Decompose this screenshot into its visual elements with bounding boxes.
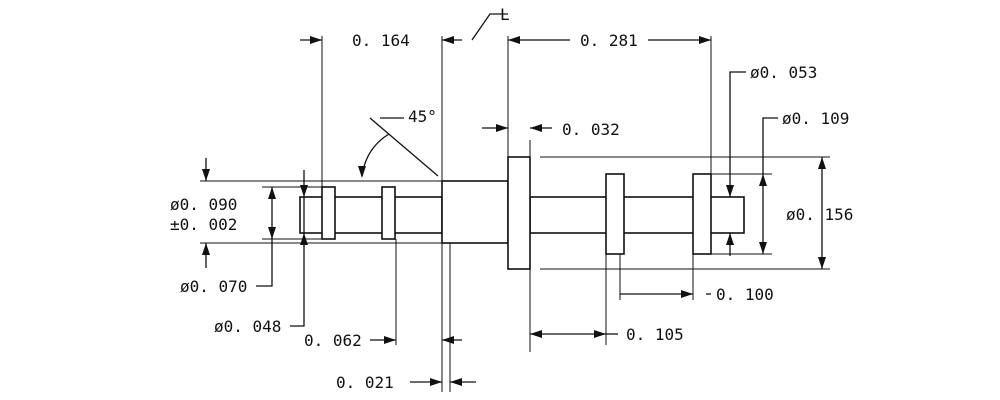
flange — [507, 156, 531, 270]
body-section — [441, 180, 509, 244]
dim-len-right: 0. 281 — [508, 31, 711, 50]
section-label: L — [500, 5, 510, 24]
dia-048-label: ø0. 048 — [214, 317, 281, 336]
right-shaft — [529, 196, 745, 234]
dim-dia-053: ø0. 053 — [726, 63, 817, 256]
dim-dia-070: ø0. 070 — [180, 187, 276, 296]
dia-156-label: ø0. 156 — [786, 205, 853, 224]
dim-dia-048: ø0. 048 — [214, 170, 308, 336]
right-collar-1 — [605, 173, 625, 255]
pin-part — [299, 156, 745, 270]
dia-109-label: ø0. 109 — [782, 109, 849, 128]
left-collar-1 — [321, 186, 336, 240]
dim-angle: 45° — [358, 107, 439, 178]
len-021-label: 0. 021 — [336, 373, 394, 392]
dia-053-label: ø0. 053 — [750, 63, 817, 82]
len-right-label: 0. 281 — [580, 31, 638, 50]
tol-090-label: ±0. 002 — [170, 215, 237, 234]
len-062-label: 0. 062 — [304, 331, 362, 350]
right-collar-2 — [692, 173, 712, 255]
angle-label: 45° — [408, 107, 437, 126]
dim-dia-090: ø0. 090 ±0. 002 — [170, 158, 237, 268]
dia-090-label: ø0. 090 — [170, 195, 237, 214]
dim-len-062: 0. 062 — [304, 331, 462, 350]
dim-len-105: 0. 105 — [530, 325, 684, 344]
flange-thickness-label: 0. 032 — [562, 120, 620, 139]
len-105-label: 0. 105 — [626, 325, 684, 344]
dim-dia-156: ø0. 156 — [786, 157, 853, 269]
dim-dia-109: ø0. 109 — [759, 109, 849, 254]
len-left-label: 0. 164 — [352, 31, 410, 50]
dim-len-100: 0. 100 — [620, 285, 774, 304]
dim-len-021: 0. 021 — [336, 373, 476, 392]
section-marker-l: L — [471, 5, 510, 41]
len-100-label: 0. 100 — [716, 285, 774, 304]
extension-lines — [200, 36, 830, 392]
left-collar-2 — [381, 186, 396, 240]
dim-len-left: 0. 164 — [300, 31, 462, 50]
dia-070-label: ø0. 070 — [180, 277, 247, 296]
dim-flange-thickness: 0. 032 — [482, 120, 620, 139]
